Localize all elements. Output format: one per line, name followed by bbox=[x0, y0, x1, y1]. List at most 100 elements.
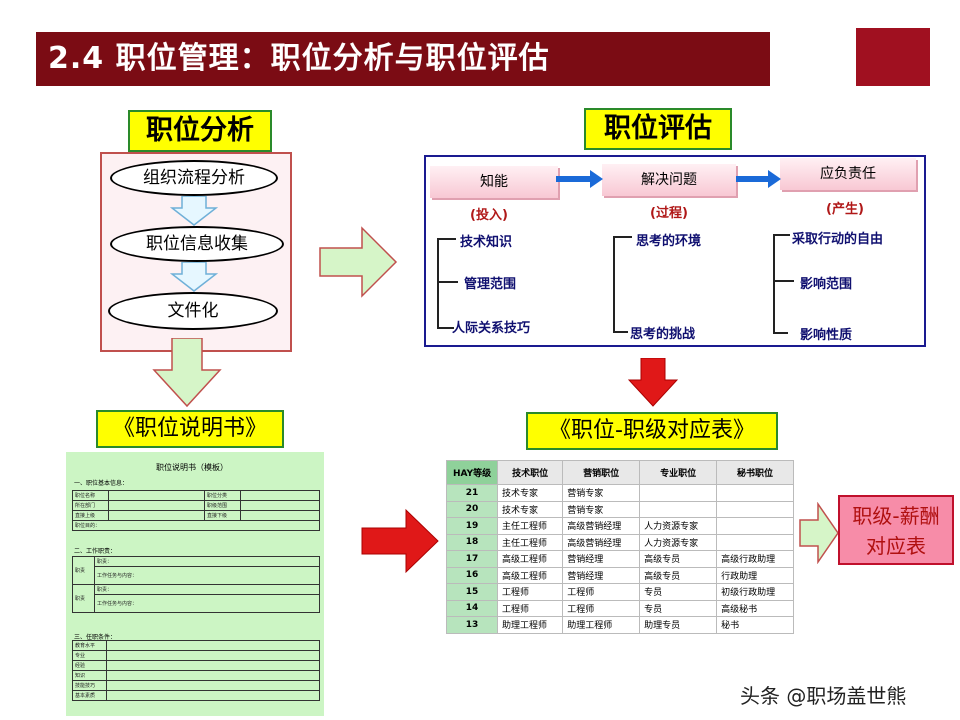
doc-cell: 职位目的： bbox=[72, 520, 320, 531]
table-cell: 助理工程师 bbox=[562, 616, 641, 634]
table-cell: 行政助理 bbox=[716, 566, 794, 584]
doc-cell: 工作任务与内容： bbox=[94, 566, 320, 585]
right-arrow-icon bbox=[736, 170, 781, 188]
down-arrow-icon bbox=[170, 196, 218, 226]
table-cell: 高级秘书 bbox=[716, 599, 794, 617]
doc-cell: 经验 bbox=[72, 660, 107, 671]
stage-accountability: 应负责任 bbox=[780, 158, 916, 190]
stage-knowhow: 知能 bbox=[430, 166, 558, 198]
col-header: 技术职位 bbox=[497, 460, 564, 485]
down-arrow-icon bbox=[170, 262, 218, 292]
hay-level-cell: 21 bbox=[445, 484, 499, 502]
right-arrow-icon bbox=[799, 502, 839, 564]
hay-level-cell: 17 bbox=[445, 550, 499, 568]
table-cell bbox=[716, 484, 794, 502]
stage-sub-input: (投入) bbox=[470, 208, 508, 223]
step-info-collect: 职位信息收集 bbox=[110, 226, 284, 262]
table-cell: 营销专家 bbox=[562, 484, 641, 502]
doc-cell: 直接下级 bbox=[204, 510, 241, 521]
evaluation-heading: 职位评估 bbox=[584, 108, 732, 150]
item-mgmt-scope: 管理范围 bbox=[464, 277, 517, 292]
table-cell: 助理专员 bbox=[639, 616, 718, 634]
table-cell: 主任工程师 bbox=[497, 517, 564, 535]
table-cell: 助理工程师 bbox=[497, 616, 564, 634]
analysis-heading: 职位分析 bbox=[128, 110, 272, 152]
doc-cell: 教育水平 bbox=[72, 640, 107, 651]
job-desc-heading: 《职位说明书》 bbox=[96, 410, 284, 448]
job-description-document: 职位说明书（模板） 一、职位基本信息： 职位名称 职位分类 所在部门 职级范围 直接… bbox=[66, 452, 324, 716]
salary-line-2: 对应表 bbox=[866, 534, 926, 558]
table-cell: 技术专家 bbox=[497, 484, 564, 502]
item-tech-knowledge: 技术知识 bbox=[460, 235, 513, 250]
down-arrow-icon bbox=[628, 358, 678, 407]
stage-problem-solving: 解决问题 bbox=[602, 164, 736, 196]
hay-level-cell: 18 bbox=[445, 533, 499, 551]
doc-cell: 职责： bbox=[94, 556, 320, 567]
doc-basic-table: 职位名称 职位分类 所在部门 职级范围 直接上级 直接下级 职位目的： bbox=[72, 490, 320, 531]
hay-level-cell: 14 bbox=[445, 599, 499, 617]
doc-cell: 基本素质 bbox=[72, 690, 107, 701]
step-documentation: 文件化 bbox=[108, 292, 278, 330]
table-cell bbox=[716, 517, 794, 535]
hay-level-cell: 19 bbox=[445, 517, 499, 535]
doc-section-2: 二、工作职责： bbox=[74, 548, 117, 555]
right-arrow-icon bbox=[556, 170, 603, 188]
grade-table-heading: 《职位-职级对应表》 bbox=[526, 412, 778, 450]
item-thinking-env: 思考的环境 bbox=[636, 234, 702, 249]
item-impact-scope: 影响范围 bbox=[800, 277, 853, 292]
table-cell: 专员 bbox=[639, 583, 718, 601]
table-cell: 人力资源专家 bbox=[639, 517, 718, 535]
table-cell: 高级专员 bbox=[639, 550, 718, 568]
doc-duty-table: 职责职责： 工作任务与内容： 职责职责： 工作任务与内容： bbox=[72, 556, 320, 613]
item-interpersonal: 人际关系技巧 bbox=[452, 321, 531, 336]
table-cell: 高级营销经理 bbox=[562, 517, 641, 535]
table-cell: 高级营销经理 bbox=[562, 533, 641, 551]
table-cell: 工程师 bbox=[562, 599, 641, 617]
doc-cell: 工作任务与内容： bbox=[94, 594, 320, 613]
hay-level-cell: 16 bbox=[445, 566, 499, 584]
corner-decoration bbox=[856, 28, 930, 86]
doc-cell: 职级范围 bbox=[204, 500, 241, 511]
table-cell: 人力资源专家 bbox=[639, 533, 718, 551]
doc-cell: 所在部门 bbox=[72, 500, 109, 511]
table-cell: 高级工程师 bbox=[497, 550, 564, 568]
doc-title: 职位说明书（模板） bbox=[156, 463, 228, 472]
item-thinking-challenge: 思考的挑战 bbox=[630, 327, 696, 342]
item-impact-nature: 影响性质 bbox=[800, 328, 853, 343]
doc-cell: 职位名称 bbox=[72, 490, 109, 501]
step-org-process: 组织流程分析 bbox=[110, 160, 278, 196]
doc-condition-table: 教育水平 专业 经验 知识 技能技巧 基本素质 bbox=[72, 640, 320, 701]
table-cell: 高级专员 bbox=[639, 566, 718, 584]
doc-cell: 技能技巧 bbox=[72, 680, 107, 691]
doc-cell: 知识 bbox=[72, 670, 107, 681]
item-freedom-act: 采取行动的自由 bbox=[792, 232, 884, 247]
doc-cell: 职位分类 bbox=[204, 490, 241, 501]
doc-section-1: 一、职位基本信息： bbox=[74, 480, 129, 487]
doc-cell: 直接上级 bbox=[72, 510, 109, 521]
doc-cell: 职责 bbox=[72, 556, 95, 585]
down-arrow-icon bbox=[152, 338, 222, 408]
watermark: 头条 @职场盖世熊 bbox=[740, 684, 907, 708]
table-cell: 高级工程师 bbox=[497, 566, 564, 584]
table-cell: 营销经理 bbox=[562, 566, 641, 584]
table-cell: 工程师 bbox=[497, 599, 564, 617]
hay-level-cell: 20 bbox=[445, 500, 499, 518]
table-cell bbox=[639, 500, 718, 518]
doc-cell: 职责 bbox=[72, 584, 95, 613]
table-cell: 营销专家 bbox=[562, 500, 641, 518]
salary-line-1: 职级-薪酬 bbox=[852, 504, 940, 528]
right-arrow-icon bbox=[319, 226, 398, 298]
table-cell: 初级行政助理 bbox=[716, 583, 794, 601]
page-title: 2.4 职位管理：职位分析与职位评估 bbox=[36, 32, 770, 86]
hay-level-cell: 13 bbox=[445, 616, 499, 634]
table-cell: 工程师 bbox=[497, 583, 564, 601]
